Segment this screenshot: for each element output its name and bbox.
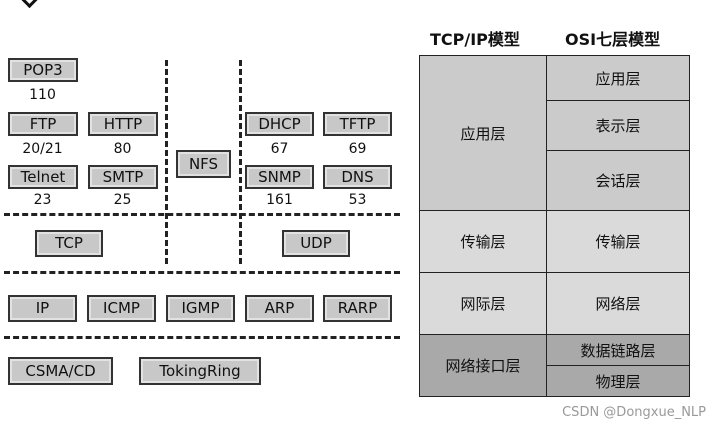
layer-divider (4, 271, 400, 274)
layer-divider (4, 213, 400, 216)
osi-session-layer: 会话层 (546, 150, 690, 211)
http-port: 80 (113, 141, 132, 157)
smtp-port: 25 (113, 192, 132, 208)
ftp-box: FTP (8, 112, 78, 136)
rarp-box: RARP (323, 295, 392, 322)
dns-box: DNS (323, 165, 392, 189)
osi-model-header: OSI七层模型 (565, 30, 661, 49)
watermark: CSDN @Dongxue_NLP (562, 405, 706, 420)
csma-cd-box: CSMA/CD (8, 357, 113, 385)
dns-port: 53 (348, 192, 367, 208)
tokenring-box: TokingRing (139, 357, 261, 385)
tftp-box: TFTP (323, 112, 392, 136)
osi-presentation-layer: 表示层 (546, 100, 690, 151)
snmp-box: SNMP (245, 165, 314, 189)
layer-divider (4, 336, 400, 339)
ip-box: IP (8, 295, 77, 322)
smtp-box: SMTP (88, 165, 158, 189)
udp-box: UDP (282, 230, 350, 257)
telnet-port: 23 (33, 192, 52, 208)
vertical-divider (239, 60, 242, 264)
osi-network-layer: 网络层 (546, 272, 690, 335)
icmp-box: ICMP (87, 295, 156, 322)
snmp-port: 161 (266, 192, 293, 208)
dhcp-port: 67 (270, 141, 289, 157)
osi-data-link-layer: 数据链路层 (546, 334, 690, 366)
tcp-box: TCP (35, 230, 103, 257)
arp-box: ARP (245, 295, 314, 322)
tcpip-application-layer: 应用层 (419, 55, 547, 211)
http-box: HTTP (88, 112, 158, 136)
tcpip-network-interface-layer: 网络接口层 (419, 334, 547, 397)
ftp-port: 20/21 (22, 141, 63, 157)
pop3-port: 110 (29, 87, 56, 103)
dhcp-box: DHCP (245, 112, 314, 136)
tcpip-internet-layer: 网际层 (419, 272, 547, 335)
tcpip-transport-layer: 传输层 (419, 210, 547, 273)
check-mark-icon (18, 0, 41, 9)
osi-transport-layer: 传输层 (546, 210, 690, 273)
nfs-box: NFS (176, 150, 231, 178)
osi-application-layer: 应用层 (546, 55, 690, 101)
tftp-port: 69 (348, 141, 367, 157)
vertical-divider (165, 60, 168, 264)
igmp-box: IGMP (166, 295, 235, 322)
telnet-box: Telnet (8, 165, 78, 189)
osi-physical-layer: 物理层 (546, 365, 690, 397)
tcpip-model-header: TCP/IP模型 (430, 30, 520, 49)
pop3-box: POP3 (8, 58, 78, 82)
